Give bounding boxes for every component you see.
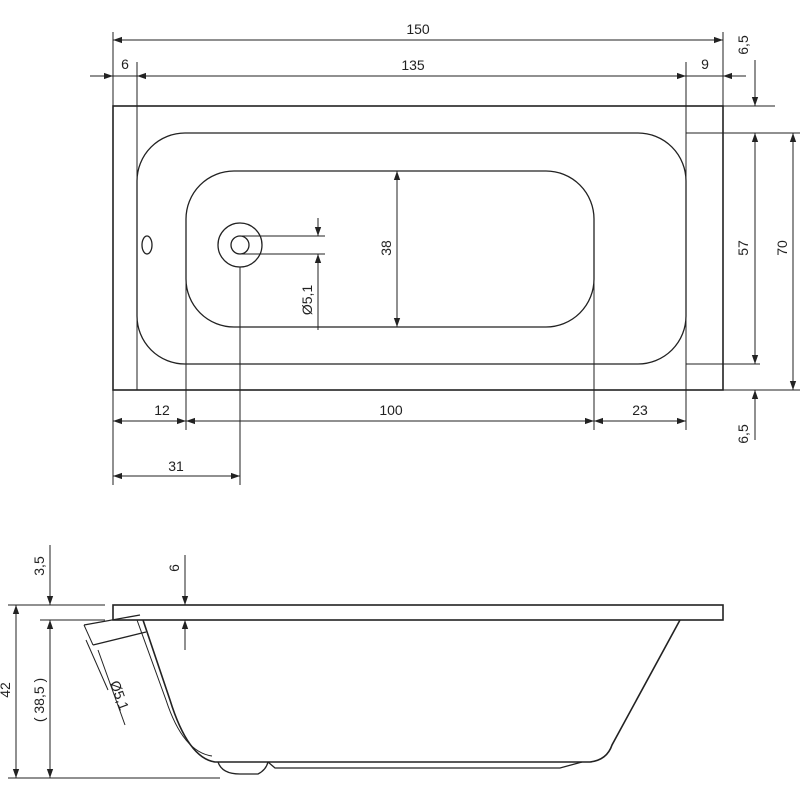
dim-overall-length: 150	[406, 21, 430, 37]
drain-inner	[230, 235, 250, 255]
tub-outline	[112, 105, 724, 391]
dim-drain-position: 31	[168, 458, 184, 474]
tub-inner-outline	[136, 132, 687, 365]
tub-basin-outline	[185, 170, 595, 328]
dim-inner-length: 135	[401, 57, 425, 73]
dim-left-offset: 6	[121, 56, 129, 72]
dim-rim-offset: 3,5	[31, 556, 47, 576]
dim-inner-width: 57	[735, 240, 751, 256]
tub-rim	[112, 604, 724, 621]
dim-rim-thickness: 6	[166, 564, 182, 572]
dim-overall-width: 70	[774, 240, 790, 256]
side-view: 3,5 6 42 ( 38,5 ) Ø5,1	[0, 545, 724, 779]
tub-feet	[217, 761, 269, 775]
dim-inner-depth: ( 38,5 )	[31, 678, 47, 722]
dim-bottom-margin: 6,5	[735, 424, 751, 444]
dim-drain-diameter: Ø5,1	[299, 285, 315, 316]
tub-body-profile	[142, 619, 681, 763]
top-view: 150 6 135 9 6,5 57 70 38 Ø5,1 12 100 23 …	[90, 21, 800, 485]
dim-right-offset: 9	[701, 56, 709, 72]
drain-outer	[217, 222, 263, 268]
dim-basin-length: 100	[379, 402, 403, 418]
dim-right-rim: 23	[632, 402, 648, 418]
dim-overflow-diameter: Ø5,1	[107, 678, 132, 712]
dim-top-margin: 6,5	[735, 35, 751, 55]
dim-total-height: 42	[0, 682, 13, 698]
dim-left-rim: 12	[154, 402, 170, 418]
overflow-hole	[141, 235, 153, 255]
dim-basin-width: 38	[378, 240, 394, 256]
